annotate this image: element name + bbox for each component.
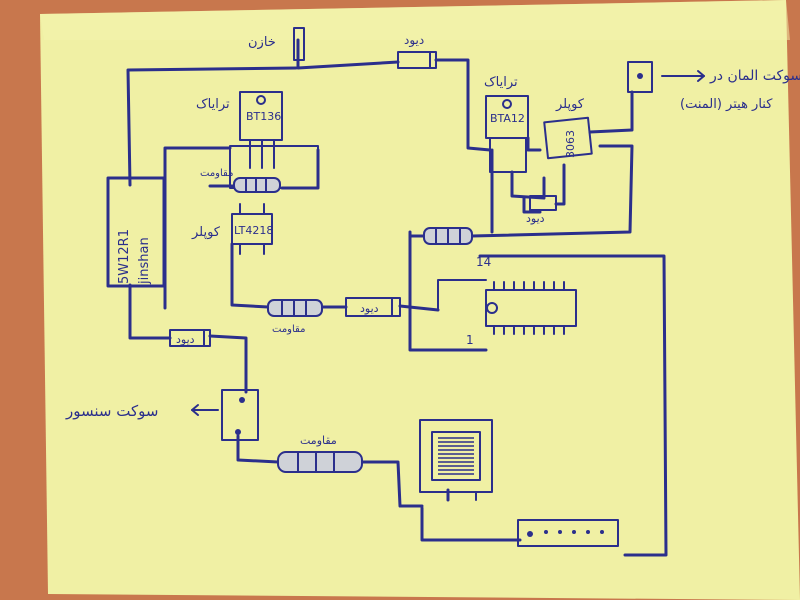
capacitor-top: خازن bbox=[248, 27, 305, 61]
diode-mid2-label: دیود bbox=[360, 302, 379, 315]
coupler-left-label: کوپلر bbox=[191, 225, 221, 240]
socket-label-line2: کنار هیتر (المنت) bbox=[680, 97, 773, 112]
resistor-triac-label: مقاومت bbox=[200, 168, 233, 179]
bta12-label: BTA12 bbox=[490, 112, 525, 125]
diode-top-label: دیود bbox=[404, 33, 424, 48]
psu-label-line1: 5W12R1 bbox=[117, 229, 132, 284]
resistor-bottom-label: مقاومت bbox=[300, 434, 337, 447]
pin1-label: 1 bbox=[466, 333, 474, 347]
sensor-socket: سوکت سنسور bbox=[65, 389, 259, 441]
moc3063-label: 3063 bbox=[564, 130, 577, 158]
sensor-socket-label: سوکت سنسور bbox=[65, 402, 158, 420]
capacitor-label: خازن bbox=[248, 35, 276, 50]
resistor-upper bbox=[423, 227, 473, 245]
diode-left-label: دیود bbox=[176, 333, 195, 346]
paper-sheet bbox=[40, 0, 800, 600]
optocoupler-lt4218: LT4218 کوپلر bbox=[191, 203, 273, 255]
bt136-label: BT136 bbox=[246, 110, 281, 123]
terminal-strip bbox=[517, 519, 619, 547]
resistor-triac: مقاومت bbox=[200, 168, 281, 193]
ic-chip: 14 1 bbox=[437, 255, 577, 347]
resistor-mid: مقاومت bbox=[267, 299, 323, 335]
diode-mid2: دیود bbox=[345, 297, 401, 317]
diode-mid: دیود bbox=[526, 195, 557, 225]
triac-left-label: ترایاک bbox=[196, 97, 230, 112]
diode-left: دیود bbox=[169, 329, 211, 347]
pin14-label: 14 bbox=[476, 255, 491, 269]
optocoupler-moc3063: 3063 کوپلر bbox=[543, 97, 593, 160]
triac-bt136: BT136 ترایاک bbox=[196, 91, 319, 189]
psu-label-line2: jinshan bbox=[137, 237, 152, 285]
resistor-bottom: مقاومت bbox=[277, 434, 363, 473]
power-supply-module: 5W12R1 jinshan bbox=[106, 176, 166, 288]
diode-top: دیود bbox=[397, 33, 437, 69]
lt4218-label: LT4218 bbox=[234, 224, 273, 237]
diode-mid-label: دیود bbox=[526, 212, 545, 225]
triac-right-label: ترایاک bbox=[484, 75, 518, 90]
resistor-mid-label: مقاومت bbox=[272, 324, 305, 335]
heater-socket: سوکت المان در کنار هیتر (المنت) bbox=[627, 61, 800, 112]
socket-label-line1: سوکت المان در bbox=[709, 68, 800, 84]
relay-module bbox=[419, 419, 493, 501]
triac-bta12: BTA12 ترایاک bbox=[484, 75, 529, 173]
coupler-right-label: کوپلر bbox=[555, 97, 585, 112]
wires bbox=[126, 38, 668, 557]
